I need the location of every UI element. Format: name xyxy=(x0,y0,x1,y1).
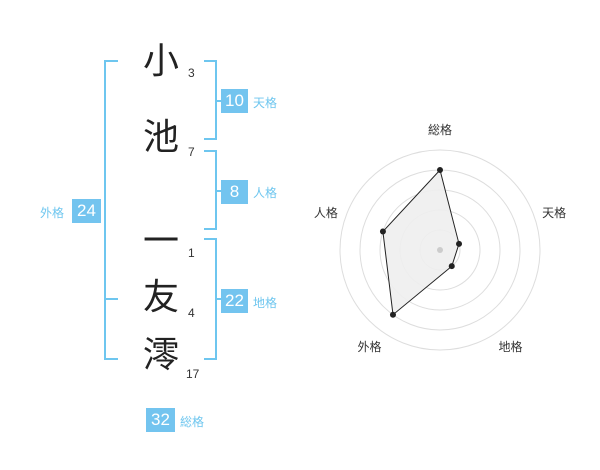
name-char-4: 友 xyxy=(143,277,180,318)
stroke-count-3: 1 xyxy=(188,246,195,260)
tenkaku-value-badge: 10 xyxy=(221,89,248,113)
radar-point-1 xyxy=(456,240,463,247)
gaikaku-value-badge: 24 xyxy=(72,199,101,223)
tenkaku-bracket xyxy=(204,60,217,140)
gaikaku-bracket xyxy=(104,60,118,360)
tenkaku-connector xyxy=(217,100,221,102)
radar-point-4 xyxy=(379,228,386,235)
name-char-2: 池 xyxy=(143,117,180,158)
gaikaku-divider xyxy=(104,298,118,300)
radar-axis-label-4: 人格 xyxy=(314,205,338,220)
radar-axis-label-2: 地格 xyxy=(498,339,522,354)
jinkaku-label: 人格 xyxy=(253,186,278,200)
name-char-1: 小 xyxy=(143,41,180,82)
radar-ring-5 xyxy=(339,149,541,351)
jinkaku-connector xyxy=(217,190,221,192)
radar-point-2 xyxy=(448,263,455,270)
jinkaku-bracket xyxy=(204,150,217,230)
soukaku-label: 総格 xyxy=(180,415,205,429)
radar-area xyxy=(382,168,460,316)
stroke-count-1: 3 xyxy=(188,66,195,80)
chikaku-bracket xyxy=(204,238,217,360)
radar-axis-label-3: 外格 xyxy=(357,339,381,354)
stroke-count-2: 7 xyxy=(188,145,195,159)
radar-axis-label-1: 天格 xyxy=(542,205,566,220)
gaikaku-label: 外格 xyxy=(40,206,65,220)
chikaku-connector xyxy=(217,298,221,300)
radar-center-dot xyxy=(437,247,443,253)
chikaku-value-badge: 22 xyxy=(221,289,248,313)
name-char-3: 一 xyxy=(143,221,180,262)
stroke-count-4: 4 xyxy=(188,306,195,320)
radar-grid xyxy=(339,149,541,351)
name-char-5: 澪 xyxy=(143,335,180,376)
stroke-count-5: 17 xyxy=(186,367,200,381)
chikaku-label: 地格 xyxy=(253,296,278,310)
radar-point-3 xyxy=(389,311,396,318)
radar-axis-label-0: 総格 xyxy=(428,122,452,137)
radar-point-0 xyxy=(437,167,443,173)
jinkaku-value-badge: 8 xyxy=(221,180,248,204)
soukaku-value-badge: 32 xyxy=(146,408,175,432)
tenkaku-label: 天格 xyxy=(253,96,278,110)
